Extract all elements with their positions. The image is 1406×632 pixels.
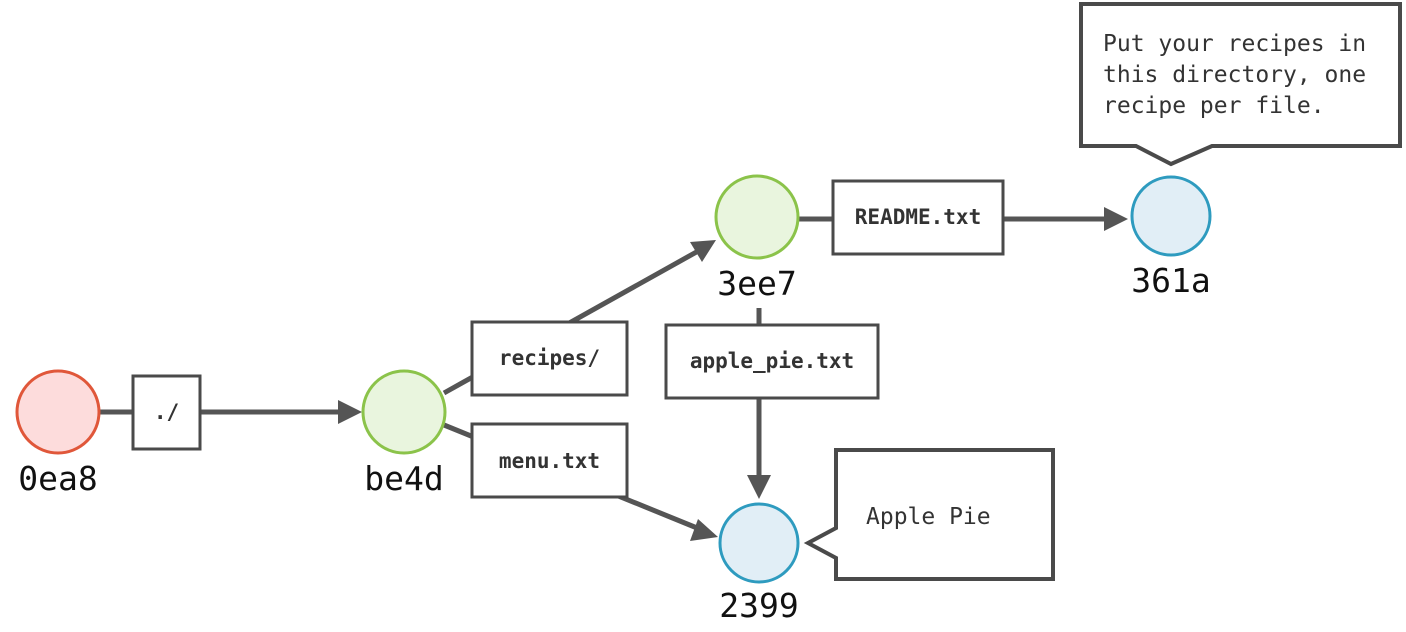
commit-hash-label: 0ea8 [18, 459, 97, 498]
node-pie-blob: 2399 [718, 502, 800, 625]
blob-circle-readme [1130, 175, 1212, 257]
pie-blob-hash-label: 2399 [719, 586, 798, 625]
tree-circle-recipes [714, 174, 800, 260]
edge-label-apple-pie-text: apple_pie.txt [690, 349, 854, 373]
node-root-tree: be4d [361, 369, 447, 498]
node-readme-blob: 361a [1130, 175, 1212, 300]
readme-blob-hash-label: 361a [1131, 261, 1210, 300]
blob-circle-pie [718, 502, 800, 584]
callout-readme-content: Put your recipes in this directory, one … [1079, 2, 1402, 167]
callout-pie-content: Apple Pie [803, 448, 1055, 581]
callout-readme-line-2: this directory, one [1103, 62, 1366, 88]
callout-readme-line-1: Put your recipes in [1103, 31, 1366, 57]
node-commit: 0ea8 [15, 369, 101, 498]
callout-readme-line-3: recipe per file. [1103, 93, 1325, 119]
tree-circle-root [361, 369, 447, 455]
commit-circle [15, 369, 101, 455]
edge-label-root: ./ [131, 374, 202, 451]
callout-pie-text: Apple Pie [866, 504, 991, 530]
arrowhead-root [338, 400, 362, 424]
edge-label-apple-pie: apple_pie.txt [664, 323, 880, 400]
node-recipes-tree: 3ee7 [714, 174, 800, 303]
edge-label-recipes: recipes/ [470, 320, 629, 397]
arrowhead-apple-pie [747, 475, 771, 499]
arrowhead-readme [1104, 207, 1128, 231]
edge-label-recipes-text: recipes/ [499, 346, 600, 370]
edge-label-menu: menu.txt [470, 422, 629, 499]
edge-label-readme: README.txt [831, 179, 1005, 256]
arrowhead-menu [690, 519, 718, 541]
arrowhead-recipes [690, 240, 716, 262]
edge-label-menu-text: menu.txt [499, 449, 600, 473]
edge-label-root-text: ./ [154, 400, 179, 424]
root-tree-hash-label: be4d [364, 459, 443, 498]
recipes-tree-hash-label: 3ee7 [717, 264, 796, 303]
edge-label-readme-text: README.txt [855, 205, 981, 229]
